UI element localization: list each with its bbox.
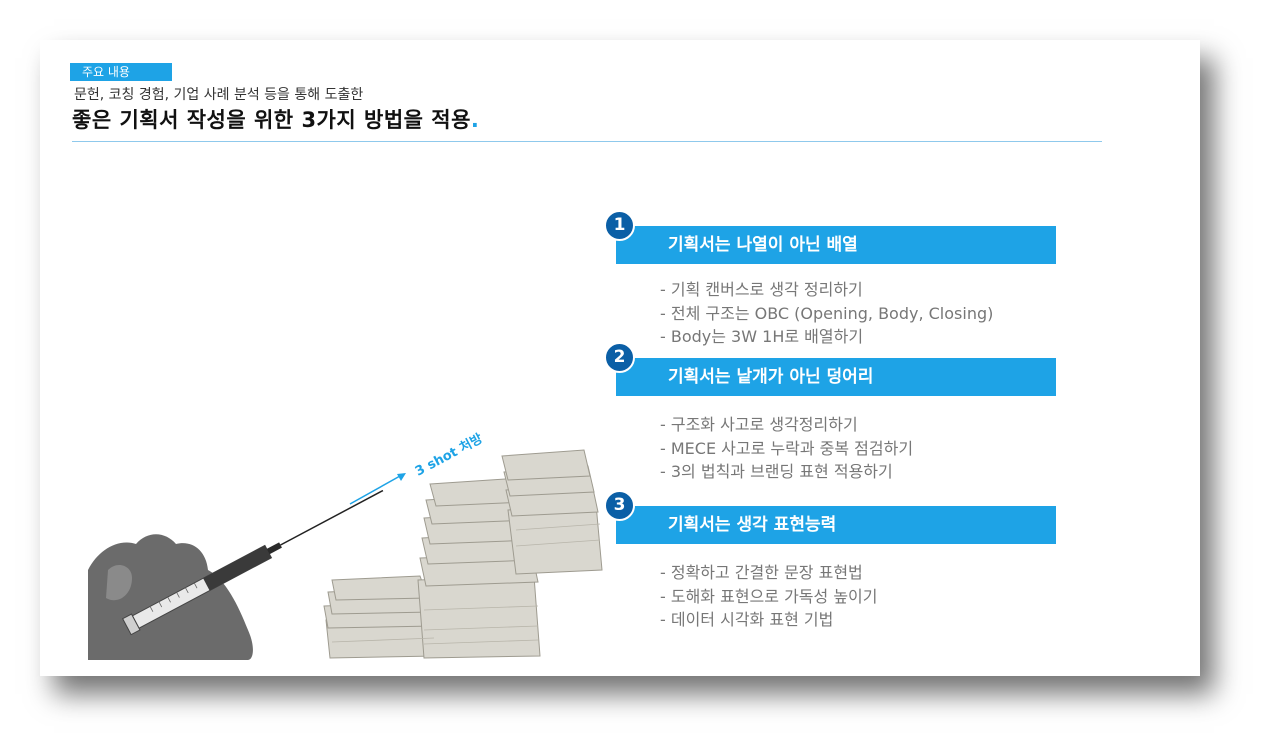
section-3-title: 기획서는 생각 표현능력 [668,515,837,535]
list-item: - 정확하고 간결한 문장 표현법 [660,563,863,582]
section-2-number-badge: 2 [604,342,635,373]
title-text: 좋은 기획서 작성을 위한 3가지 방법을 적용 [72,108,471,132]
title-dot: . [470,108,480,132]
paper-stacks [323,449,603,659]
section-3-number-badge: 3 [604,490,635,521]
list-item: - 데이터 시각화 표현 기법 [660,610,834,629]
syringe-arrow-head [397,473,406,481]
syringe-arrow-line [349,475,401,505]
section-1-bar: 1 기획서는 나열이 아닌 배열 [604,210,1056,264]
glove-finger [106,564,132,601]
section-1-number-badge: 1 [604,210,635,241]
list-item: - 3의 법칙과 브랜딩 표현 적용하기 [660,462,893,481]
section-2-title: 기획서는 낱개가 아닌 덩어리 [668,367,874,387]
syringe-paper-illustration: 3 shot 처방 [88,431,603,660]
section-3-bar: 3 기획서는 생각 표현능력 [604,490,1056,544]
list-item: - 도해화 표현으로 가독성 높이기 [660,586,878,606]
list-item: - Body는 3W 1H로 배열하기 [660,327,864,346]
title-divider [72,141,1102,142]
list-item: - 구조화 사고로 생각정리하기 [660,415,858,434]
list-item: - MECE 사고로 누락과 중복 점검하기 [660,438,914,458]
section-1-bullets: - 기획 캔버스로 생각 정리하기 - 전체 구조는 OBC (Opening,… [660,278,993,349]
page-title: 좋은 기획서 작성을 위한 3가지 방법을 적용. [72,104,479,134]
section-3-bullets: - 정확하고 간결한 문장 표현법 - 도해화 표현으로 가독성 높이기 - 데… [660,561,877,632]
section-2-bar: 2 기획서는 낱개가 아닌 덩어리 [604,342,1056,396]
list-item: - 전체 구조는 OBC (Opening, Body, Closing) [660,303,994,323]
slide: 주요 내용 문헌, 코칭 경험, 기업 사례 분석 등을 통해 도출한 좋은 기… [40,40,1200,676]
section-2-bullets: - 구조화 사고로 생각정리하기 - MECE 사고로 누락과 중복 점검하기 … [660,413,913,484]
key-content-tag: 주요 내용 [70,63,172,81]
paper-edge-lines [331,523,601,645]
syringe [121,489,384,636]
subtitle: 문헌, 코칭 경험, 기업 사례 분석 등을 통해 도출한 [74,87,364,103]
section-1-title: 기획서는 나열이 아닌 배열 [668,235,858,255]
list-item: - 기획 캔버스로 생각 정리하기 [660,280,863,299]
syringe-label: 3 shot 처방 [412,431,485,480]
